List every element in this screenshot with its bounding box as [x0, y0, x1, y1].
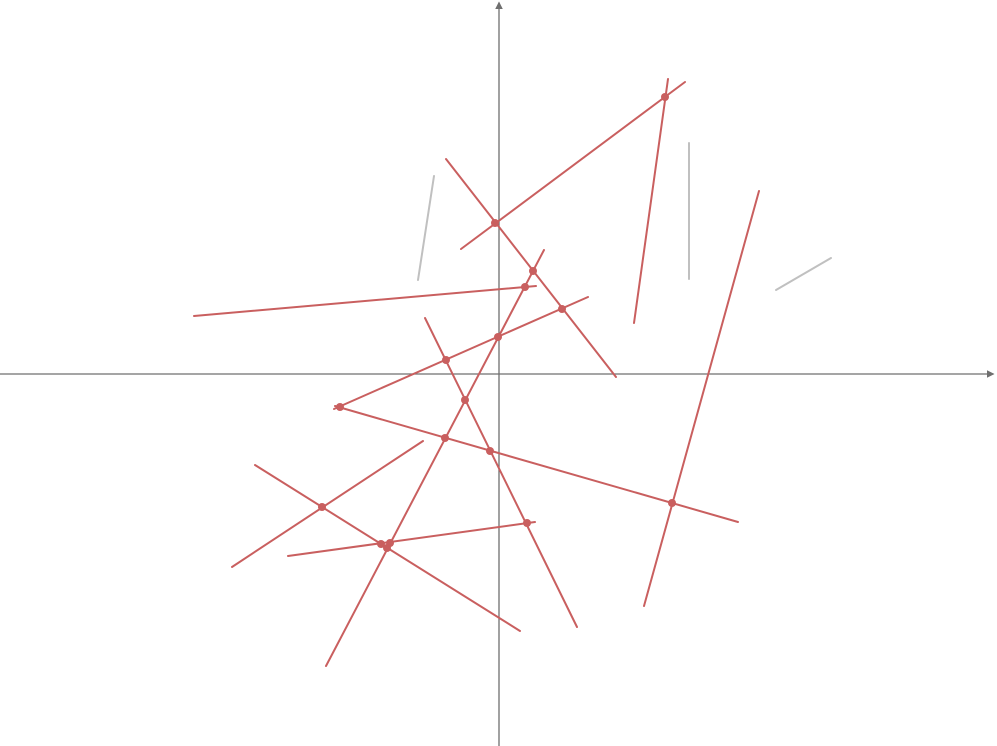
red-segment: [643, 190, 760, 607]
red-segment: [333, 296, 589, 410]
red-segment: [633, 78, 669, 324]
intersection-point: [523, 519, 531, 527]
highlighted-segments: [193, 78, 760, 667]
intersection-point: [318, 503, 326, 511]
intersection-point: [661, 93, 669, 101]
intersection-point: [529, 267, 537, 275]
red-segment: [193, 285, 537, 317]
intersection-point: [494, 333, 502, 341]
red-segment: [424, 317, 578, 628]
intersection-point: [383, 544, 391, 552]
red-segment: [287, 521, 536, 557]
red-segment: [231, 440, 424, 568]
unhighlighted-segments: [417, 142, 832, 291]
intersection-point: [486, 447, 494, 455]
intersection-point: [668, 499, 676, 507]
gray-segment: [775, 257, 832, 291]
red-segment: [325, 249, 545, 667]
intersection-point: [461, 396, 469, 404]
intersection-point: [558, 305, 566, 313]
intersection-points: [318, 93, 676, 552]
intersection-point: [521, 283, 529, 291]
red-segment: [334, 405, 739, 523]
gray-segment: [417, 175, 435, 281]
intersection-point: [441, 434, 449, 442]
intersection-point: [336, 403, 344, 411]
intersection-point: [442, 356, 450, 364]
intersection-point: [491, 219, 499, 227]
intersection-point: [377, 540, 385, 548]
